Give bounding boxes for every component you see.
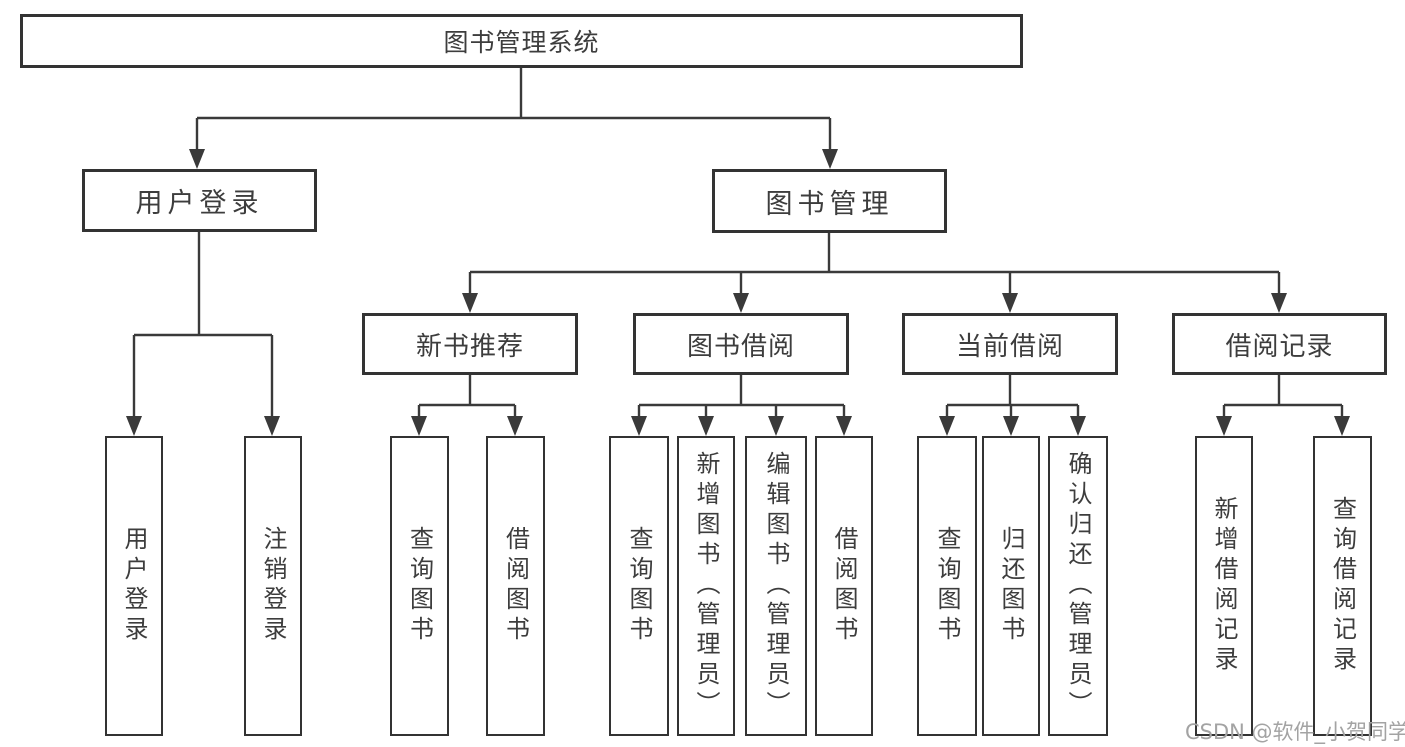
arrowhead-icon [939,416,955,436]
leaf-edit-book-admin: 编辑图书（管理员） [745,436,807,736]
node-book-management: 图书管理 [712,169,947,233]
leaf-user-login-label: 用户登录 [120,526,148,646]
arrowhead-icon [1334,416,1350,436]
node-root-label: 图书管理系统 [443,28,600,57]
leaf-borrow-books-recommend-label: 借阅图书 [501,526,530,646]
arrowhead-icon [822,149,838,169]
arrowhead-icon [1271,293,1287,313]
arrowhead-icon [462,293,478,313]
node-current-borrowing-label: 当前借阅 [955,331,1064,362]
leaf-borrow-books-borrowing-label: 借阅图书 [830,526,858,646]
leaf-add-book-admin: 新增图书（管理员） [677,436,735,736]
leaf-borrow-books-borrowing: 借阅图书 [815,436,873,736]
node-root: 图书管理系统 [20,14,1023,68]
arrowhead-icon [1216,416,1232,436]
leaf-borrow-books-recommend: 借阅图书 [486,436,545,736]
node-book-borrowing: 图书借阅 [633,313,849,375]
watermark: CSDN @软件_小贺同学 [1185,720,1405,744]
leaf-add-borrow-record: 新增借阅记录 [1195,436,1253,736]
leaf-return-books: 归还图书 [982,436,1040,736]
leaf-query-borrow-record-label: 查询借阅记录 [1328,496,1357,676]
node-user-login: 用户登录 [82,169,317,232]
leaf-query-books-recommend-label: 查询图书 [405,526,434,646]
arrowhead-icon [507,416,523,436]
arrowhead-icon [1003,416,1019,436]
leaf-return-books-label: 归还图书 [997,526,1025,646]
leaf-add-borrow-record-label: 新增借阅记录 [1210,496,1238,676]
leaf-logout: 注销登录 [244,436,302,736]
leaf-confirm-return-admin: 确认归还（管理员） [1048,436,1108,736]
node-new-book-recommendation-label: 新书推荐 [415,331,524,362]
node-borrowing-records-label: 借阅记录 [1225,331,1334,362]
arrowhead-icon [264,416,280,436]
arrowhead-icon [836,416,852,436]
leaf-user-login: 用户登录 [105,436,163,736]
leaf-query-books-borrowing: 查询图书 [609,436,669,736]
node-current-borrowing: 当前借阅 [902,313,1118,375]
arrowhead-icon [126,416,142,436]
leaf-query-books-recommend: 查询图书 [390,436,449,736]
arrowhead-icon [631,416,647,436]
arrowhead-icon [1070,416,1086,436]
leaf-query-borrow-record: 查询借阅记录 [1313,436,1372,736]
arrowhead-icon [698,416,714,436]
leaf-query-books-borrowing-label: 查询图书 [625,526,653,646]
node-book-borrowing-label: 图书借阅 [686,331,795,362]
node-new-book-recommendation: 新书推荐 [362,313,578,375]
arrowhead-icon [1002,293,1018,313]
arrowhead-icon [189,149,205,169]
arrowhead-icon [733,293,749,313]
leaf-query-books-current: 查询图书 [917,436,977,736]
leaf-query-books-current-label: 查询图书 [933,526,961,646]
leaf-add-book-admin-label: 新增图书（管理员） [692,451,720,721]
arrowhead-icon [768,416,784,436]
node-book-management-label: 图书管理 [765,188,894,220]
arrowhead-icon [411,416,427,436]
leaf-confirm-return-admin-label: 确认归还（管理员） [1064,451,1092,721]
node-user-login-label: 用户登录 [135,188,264,219]
leaf-logout-label: 注销登录 [259,526,287,646]
leaf-edit-book-admin-label: 编辑图书（管理员） [762,451,790,721]
node-borrowing-records: 借阅记录 [1172,313,1387,375]
